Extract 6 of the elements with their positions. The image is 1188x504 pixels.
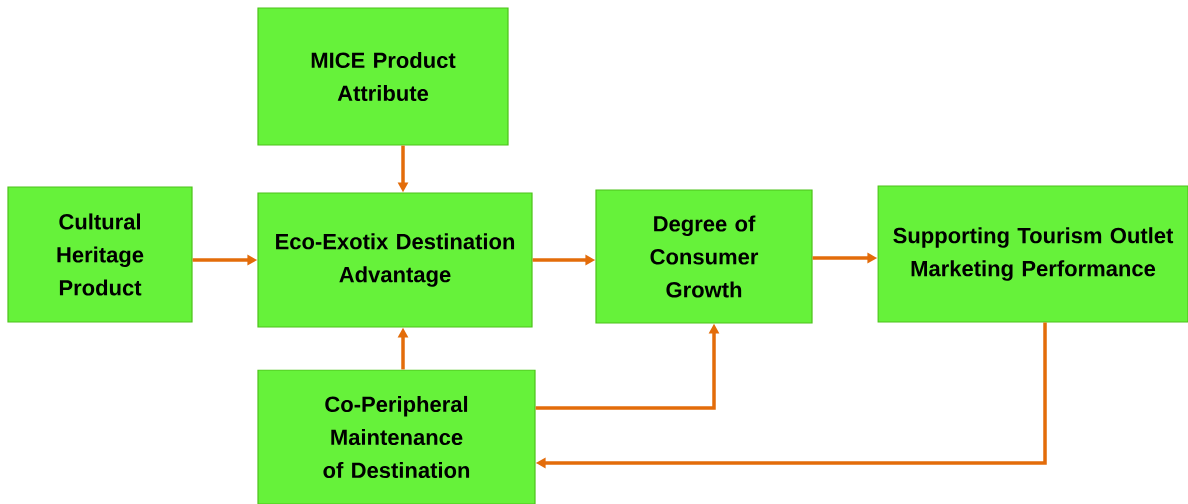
process-box: Co-Peripheral Maintenance of Destination xyxy=(257,369,536,504)
process-box: Supporting Tourism Outlet Marketing Performance xyxy=(877,185,1188,323)
process-box: Degree of Consumer Growth xyxy=(595,189,813,324)
process-box: Cultural Heritage Product xyxy=(7,186,193,323)
process-box: Eco-Exotix Destination Advantage xyxy=(257,192,533,328)
process-box: MICE Product Attribute xyxy=(257,7,509,146)
